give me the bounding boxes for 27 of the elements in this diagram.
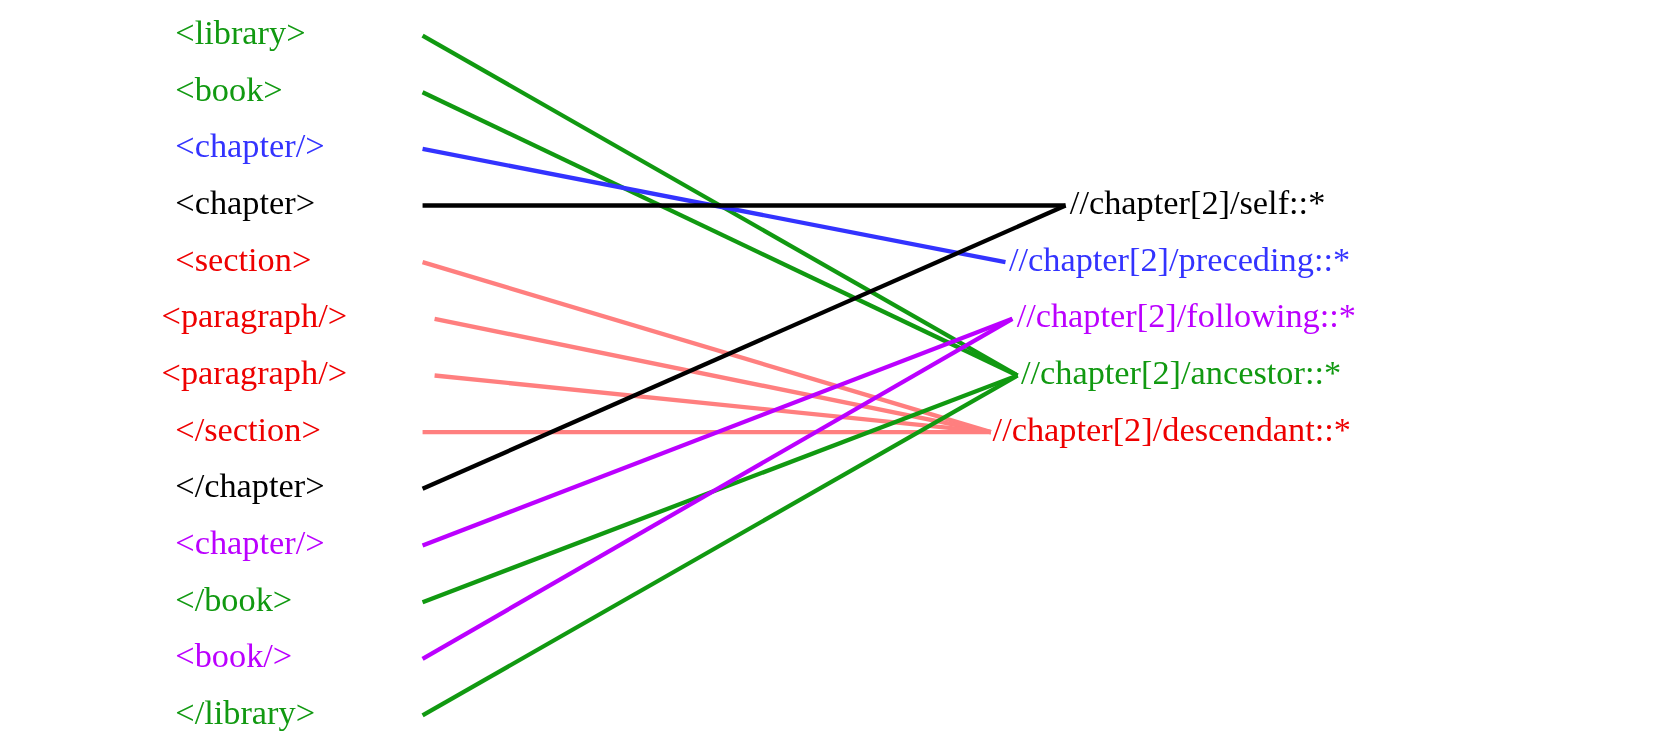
node-text: </chapter> bbox=[175, 466, 325, 505]
connector bbox=[421, 90, 1019, 378]
connector bbox=[421, 33, 1019, 378]
node-text: <chapter/> bbox=[175, 523, 325, 562]
node-text: <paragraph/> bbox=[161, 353, 348, 392]
node-text: </section> bbox=[175, 409, 321, 448]
node-text: <book/> bbox=[175, 636, 293, 675]
node-text: <section> bbox=[175, 239, 312, 278]
node-text: <book> bbox=[175, 69, 283, 108]
node-text: <paragraph/> bbox=[161, 296, 348, 335]
node-text: <chapter/> bbox=[175, 126, 325, 165]
node-text: //chapter[2]/ancestor::* bbox=[1020, 353, 1342, 392]
connector bbox=[421, 203, 1067, 491]
node-text: <library> bbox=[175, 13, 306, 52]
node-text: <chapter> bbox=[175, 183, 316, 222]
connector bbox=[421, 317, 1014, 661]
node-text: </library> bbox=[175, 693, 316, 732]
connector bbox=[421, 373, 1019, 718]
connector bbox=[422, 146, 1006, 265]
node-text: //chapter[2]/preceding::* bbox=[1008, 239, 1351, 278]
connector bbox=[422, 203, 1066, 208]
node-text: //chapter[2]/descendant::* bbox=[992, 409, 1351, 448]
connector bbox=[422, 430, 991, 435]
node-text: //chapter[2]/following::* bbox=[1016, 296, 1357, 335]
connector bbox=[421, 260, 992, 435]
node-text: </book> bbox=[175, 579, 293, 618]
node-text: //chapter[2]/self::* bbox=[1069, 183, 1326, 222]
